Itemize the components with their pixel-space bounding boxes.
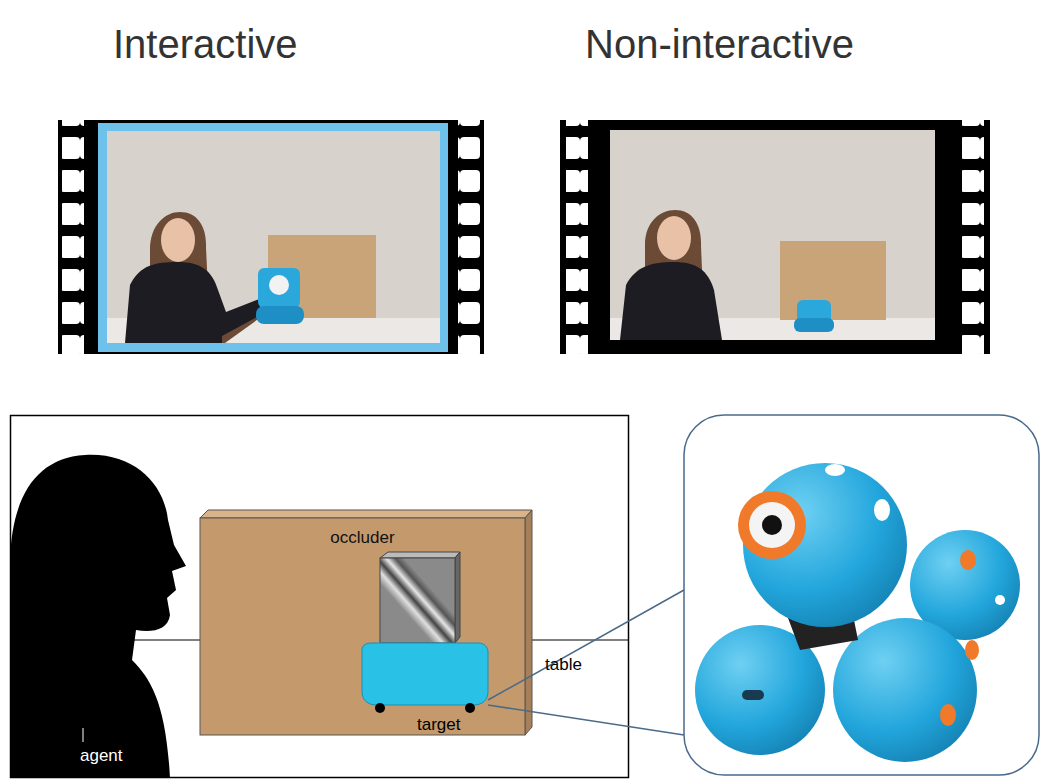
node-text: occluder bbox=[200, 528, 525, 548]
panel-title: Interactive bbox=[113, 22, 298, 67]
film-strip bbox=[58, 120, 484, 354]
part-label: agent bbox=[80, 746, 123, 766]
film-strip bbox=[560, 120, 990, 354]
part-label: target bbox=[417, 715, 460, 735]
panel-title: Non-interactive bbox=[585, 22, 854, 67]
scene-sketch bbox=[10, 416, 629, 779]
occluder-box: occluder bbox=[200, 518, 525, 548]
callout bbox=[488, 415, 1039, 775]
part-label: table bbox=[545, 655, 582, 675]
